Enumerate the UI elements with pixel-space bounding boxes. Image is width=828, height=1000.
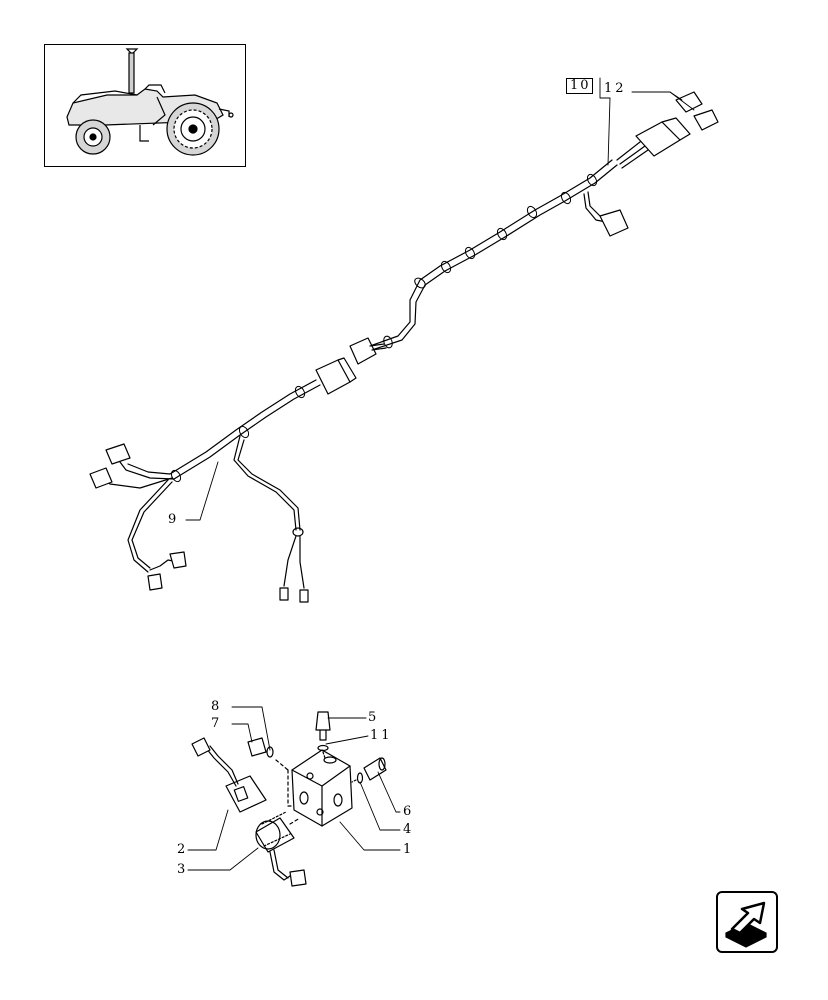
leader-lines [185, 77, 695, 871]
callout-1: 1 [403, 842, 415, 857]
valve-block-assembly [191, 711, 387, 887]
next-page-arrow-icon [725, 901, 767, 948]
tractor-thumbnail [44, 44, 246, 167]
callout-8: 8 [211, 699, 223, 714]
callout-11: 11 [370, 728, 393, 743]
wiring-harness [89, 91, 719, 603]
callout-10: 10 [566, 78, 593, 94]
callout-4: 4 [403, 822, 415, 837]
callout-2: 2 [177, 842, 189, 857]
callout-3: 3 [177, 862, 189, 877]
tractor-icon [66, 48, 234, 156]
callout-9: 9 [168, 512, 180, 527]
callout-7: 7 [211, 716, 223, 731]
next-page-button[interactable] [716, 891, 778, 953]
callout-5: 5 [368, 710, 380, 725]
callout-12: 12 [604, 81, 627, 96]
callout-6: 6 [403, 804, 415, 819]
